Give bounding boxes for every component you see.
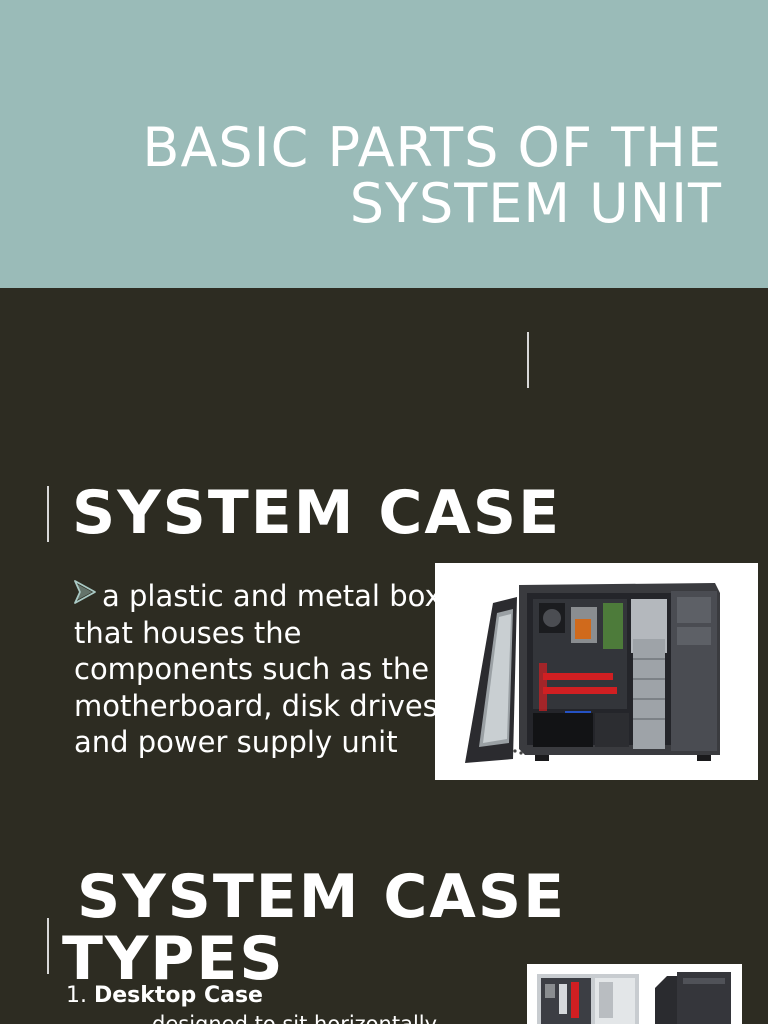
arrow-bullet-icon bbox=[74, 580, 96, 604]
divider-line bbox=[527, 332, 529, 388]
heading-line-2: TYPES bbox=[62, 924, 285, 994]
description-text: a plastic and metal box that houses the … bbox=[74, 579, 442, 759]
system-case-description: a plastic and metal box that houses the … bbox=[74, 578, 454, 761]
divider-line bbox=[47, 486, 49, 542]
list-item-name: Desktop Case bbox=[94, 983, 263, 1008]
desktop-and-tower-cases-image bbox=[527, 964, 742, 1024]
system-case-heading: SYSTEM CASE bbox=[72, 478, 562, 548]
case-types-list: 1. Desktop Case designed to sit horizont… bbox=[66, 982, 496, 1024]
list-item: 1. Desktop Case bbox=[66, 982, 496, 1010]
list-item-number: 1. bbox=[66, 983, 87, 1008]
open-computer-case-image bbox=[435, 563, 758, 780]
presentation-title: BASIC PARTS OF THE SYSTEM UNIT bbox=[22, 120, 722, 232]
title-slide: BASIC PARTS OF THE SYSTEM UNIT bbox=[0, 0, 768, 288]
divider-line bbox=[47, 918, 49, 974]
system-case-photo bbox=[435, 563, 758, 780]
case-types-photo bbox=[527, 964, 742, 1024]
title-line-1: BASIC PARTS OF THE bbox=[142, 116, 722, 179]
heading-line-1: SYSTEM CASE bbox=[77, 862, 567, 932]
title-line-2: SYSTEM UNIT bbox=[349, 172, 722, 235]
list-item-detail: designed to sit horizontally bbox=[152, 1012, 438, 1024]
system-case-types-heading: SYSTEM CASE TYPES bbox=[62, 866, 622, 990]
